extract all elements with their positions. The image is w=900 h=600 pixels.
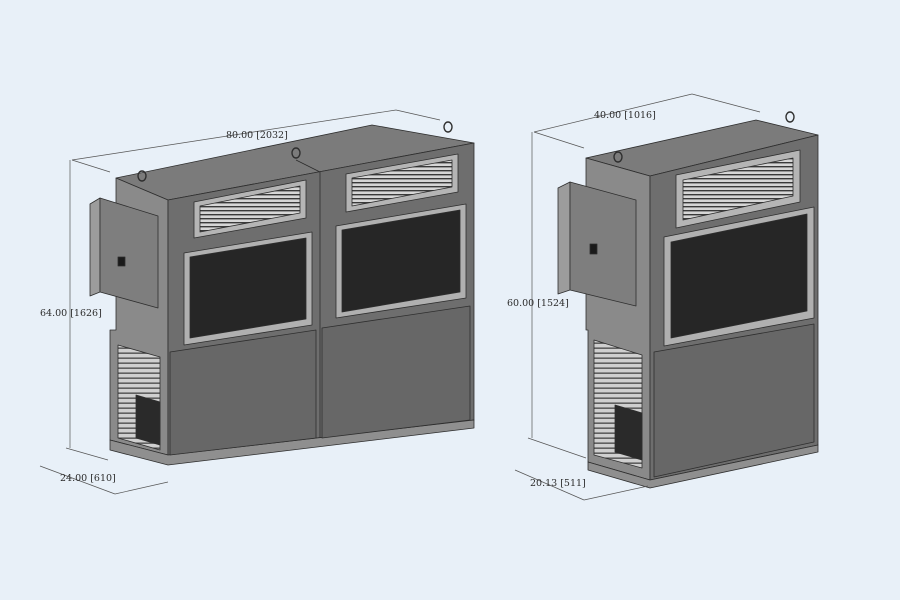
double-dimensions: 80.00 [2032] 64.00 [1626] 24.00 [610] — [39, 109, 441, 495]
double-unit-control-box-side — [89, 197, 101, 297]
single-unit-control-box-side — [557, 181, 571, 295]
double-width-label: 80.00 [2032] — [226, 130, 288, 141]
double-unit-panel-right — [321, 305, 471, 439]
single-depth-label: 20.13 [511] — [530, 478, 586, 489]
single-unit-panel — [653, 323, 815, 478]
single-dimensions: 40.00 [1016] 60.00 [1524] 20.13 [511] — [507, 93, 761, 501]
double-unit-base — [109, 419, 475, 466]
double-unit — [89, 121, 475, 466]
single-unit-control-box — [569, 181, 637, 307]
double-depth-label: 24.00 [610] — [60, 473, 116, 484]
double-unit-panel-left — [169, 329, 317, 456]
single-unit — [557, 111, 819, 489]
control-box-handle-icon — [589, 243, 598, 255]
control-box-handle-icon — [117, 256, 126, 267]
double-unit-control-box — [99, 197, 159, 309]
double-height-label: 64.00 [1626] — [40, 308, 102, 319]
single-width-label: 40.00 [1016] — [594, 110, 656, 121]
lifting-eye-icon — [137, 121, 453, 182]
single-height-label: 60.00 [1524] — [507, 298, 569, 309]
lifting-eye-icon — [613, 111, 795, 163]
single-unit-base — [587, 444, 819, 489]
